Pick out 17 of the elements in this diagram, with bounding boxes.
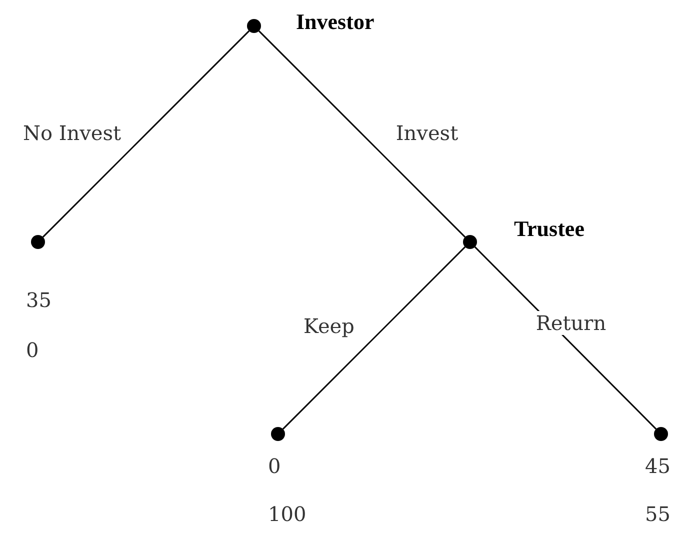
node-dot bbox=[247, 19, 261, 33]
payoff-value: 35 bbox=[26, 288, 52, 312]
payoff-value: 0 bbox=[268, 454, 281, 478]
tree-branch bbox=[258, 30, 466, 238]
node-dot bbox=[31, 235, 45, 249]
edge-label: Return bbox=[534, 311, 608, 335]
node-dot bbox=[463, 235, 477, 249]
tree-branch bbox=[42, 30, 250, 238]
node-dot bbox=[271, 427, 285, 441]
payoff-value: 45 bbox=[645, 454, 670, 478]
player-name: Trustee bbox=[514, 217, 584, 241]
payoff-value: 100 bbox=[268, 502, 306, 526]
node-dot bbox=[654, 427, 668, 441]
tree-branch bbox=[282, 246, 466, 430]
payoff-value: 0 bbox=[26, 338, 39, 362]
player-name: Investor bbox=[296, 10, 374, 34]
payoff-value: 55 bbox=[645, 502, 670, 526]
